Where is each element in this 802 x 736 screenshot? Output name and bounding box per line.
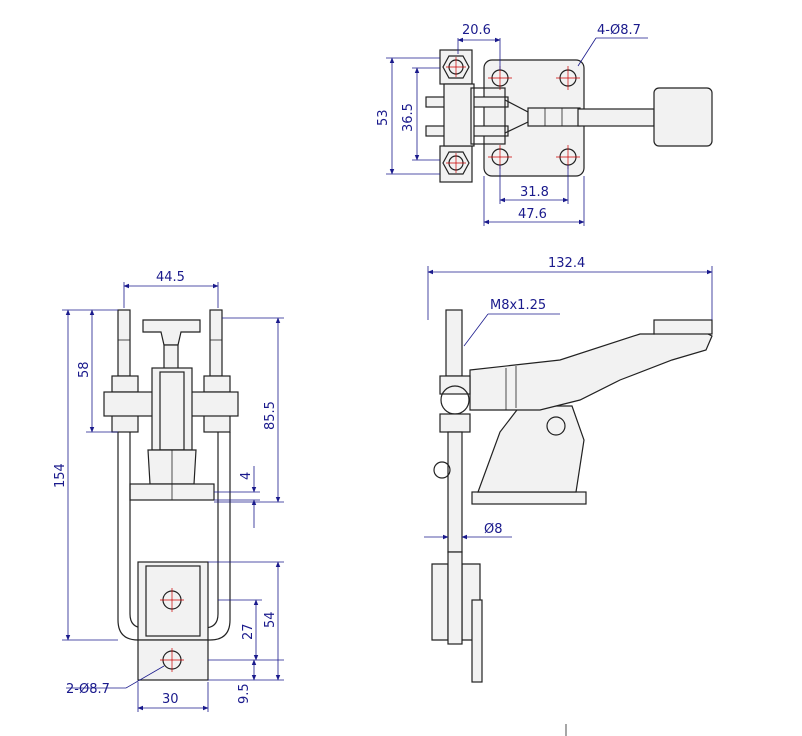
top-spindle-nuts [439,49,473,183]
front-spindles [117,309,223,377]
dim-front-44: 44.5 [156,270,185,285]
front-body [129,367,215,501]
dim-side-132: 132.4 [548,256,585,271]
dim-front-4: 4 [239,472,254,480]
dim-side-rod: Ø8 [484,522,503,537]
dim-front-54: 54 [263,611,278,628]
front-dimensions: 44.5 58 154 85.5 4 27 54 [53,270,284,712]
dim-side-thread: M8x1.25 [490,298,546,313]
front-t-handle [142,319,201,370]
side-clamp-pad [431,551,483,683]
dim-top-width: 20.6 [462,23,491,38]
dim-front-holes: 2-Ø8.7 [66,682,110,697]
side-spindle [433,309,471,553]
side-view: 132.4 M8x1.25 Ø8 [424,256,713,683]
dim-top-inner: 36.5 [401,103,416,132]
top-view: 20.6 4-Ø8.7 53 36.5 31.8 47.6 [376,23,713,226]
front-clamp-blocks [137,561,209,681]
dim-front-30: 30 [162,692,179,707]
front-nuts [111,375,231,433]
dim-top-height: 53 [376,109,391,126]
side-base [471,491,587,505]
side-handle [469,329,713,411]
dim-top-holes: 4-Ø8.7 [597,23,641,38]
front-view: 44.5 58 154 85.5 4 27 54 [53,270,284,712]
side-pivot [546,416,566,436]
side-body [477,405,585,493]
dim-top-47: 47.6 [518,207,547,222]
dim-front-154: 154 [53,463,68,488]
top-handle [527,87,713,147]
dim-front-95: 9.5 [237,683,252,704]
dim-front-58: 58 [77,361,92,378]
dim-front-27: 27 [241,623,256,640]
dim-front-85: 85.5 [263,401,278,430]
dim-top-31: 31.8 [520,185,549,200]
top-bolt-holes [488,66,580,169]
side-dimensions: 132.4 M8x1.25 Ø8 [424,256,713,540]
top-dimensions: 20.6 4-Ø8.7 53 36.5 31.8 47.6 [376,23,648,226]
